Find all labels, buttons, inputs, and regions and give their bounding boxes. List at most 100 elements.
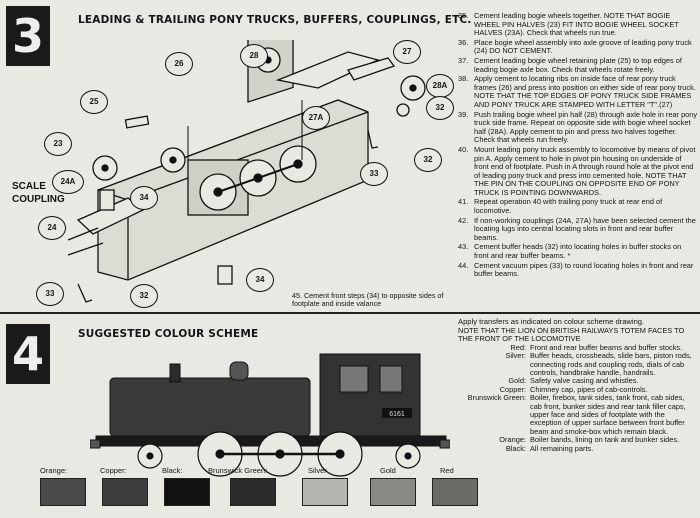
callout-27a: 27A: [302, 106, 330, 130]
callout-24: 24: [38, 216, 66, 240]
callout-32b: 32: [414, 148, 442, 172]
step-text: Mount leading pony truck assembly to loc…: [474, 144, 696, 197]
step-number: 36.: [458, 37, 469, 47]
step-text: Push trailing bogie wheel pin half (28) …: [474, 109, 698, 145]
locomotive-colour-drawing: 6161: [90, 353, 450, 477]
scheme-red: Red: Front and rear buffer beams and buff…: [458, 342, 698, 352]
scheme-value: Chimney cap, pipes of cab-controls.: [530, 384, 648, 394]
callout-26: 26: [165, 52, 193, 76]
step-43: 43. Cement buffer heads (32) into locatin…: [458, 243, 698, 260]
callout-24a: 24A: [52, 170, 84, 194]
colour-scheme-text: Apply transfers as indicated on colour s…: [458, 317, 698, 453]
callout-28a: 28A: [426, 74, 454, 98]
scheme-black: Black: All remaining parts.: [458, 443, 698, 453]
swatch-black: [164, 478, 210, 506]
step-text: Cement vacuum pipes (33) to round locati…: [474, 260, 694, 279]
callout-33b: 33: [36, 282, 64, 306]
section-4: 4 SUGGESTED COLOUR SCHEME 6161 Orange: C…: [0, 312, 700, 518]
step-36: 36. Place bogie wheel assembly into axle …: [458, 37, 698, 56]
step-number: 40.: [458, 144, 469, 154]
swatch-label-orange: Orange:: [40, 466, 68, 475]
step-35: 35. Cement leading bogie wheels together.…: [458, 11, 698, 38]
scale-coupling-label: SCALE COUPLING: [12, 180, 65, 206]
swatch-gold: [370, 478, 416, 506]
callout-25: 25: [80, 90, 108, 114]
colour-swatches: [40, 478, 478, 508]
step-text: Cement leading bogie wheel retaining pla…: [474, 55, 682, 74]
callout-23: 23: [44, 132, 72, 156]
step-text: Place bogie wheel assembly into axle gro…: [474, 37, 692, 56]
callout-33: 33: [360, 162, 388, 186]
transfer-intro: Apply transfers as indicated on colour s…: [458, 317, 645, 326]
step-number: 43.: [458, 242, 469, 252]
scheme-copper: Copper: Chimney cap, pipes of cab-control…: [458, 384, 698, 394]
scheme-value: Safety valve casing and whistles.: [530, 376, 639, 386]
scheme-value: Buffer heads, crossheads, slide bars, pi…: [530, 351, 692, 377]
step-number: 41.: [458, 197, 469, 207]
step-41: 41. Repeat operation 40 with trailing pon…: [458, 198, 698, 215]
swatch-orange: [40, 478, 86, 506]
scheme-brunswick-green: Brunswick Green: Boiler, firebox, tank si…: [458, 394, 698, 436]
scheme-label: Copper:: [499, 384, 526, 394]
scale-label-line2: COUPLING: [12, 194, 65, 205]
swatch-labels: Orange: Copper: Black: Brunswick Green: …: [40, 466, 460, 476]
callout-28: 28: [240, 44, 268, 68]
step-number: 39.: [458, 109, 469, 119]
step-text: Apply cement to locating ribs on inside …: [474, 74, 696, 109]
section-3: 3 LEADING & TRAILING PONY TRUCKS, BUFFER…: [6, 6, 698, 308]
swatch-brunswick-green: [230, 478, 276, 506]
scheme-value: Boiler bands, lining on tank and bunker …: [530, 435, 680, 445]
step-45-note: 45. Cement front steps (34) to opposite …: [292, 291, 444, 308]
swatch-label-copper: Copper:: [100, 466, 127, 475]
section-4-title: SUGGESTED COLOUR SCHEME: [78, 328, 259, 340]
step-text: If non-working couplings (24A, 27A) have…: [474, 215, 696, 242]
scheme-gold: Gold: Safety valve casing and whistles.: [458, 376, 698, 386]
step-text: Cement buffer heads (32) into locating h…: [474, 242, 682, 261]
scheme-silver: Silver: Buffer heads, crossheads, slide b…: [458, 351, 698, 377]
step-37: 37. Cement leading bogie wheel retaining …: [458, 55, 698, 74]
swatch-label-brunswick-green: Brunswick Green:: [208, 466, 268, 475]
scheme-value: Front and rear buffer beams and buffer s…: [530, 342, 683, 352]
step-40: 40. Mount leading pony truck assembly to …: [458, 144, 698, 198]
swatch-red: [432, 478, 478, 506]
step-39: 39. Push trailing bogie wheel pin half (2…: [458, 109, 698, 145]
step-44: 44. Cement vacuum pipes (33) to round loc…: [458, 260, 698, 279]
loco-number-plate: 6161: [389, 411, 405, 418]
section-3-title: LEADING & TRAILING PONY TRUCKS, BUFFERS,…: [78, 14, 472, 26]
swatch-silver: [302, 478, 348, 506]
step-38: 38. Apply cement to locating ribs on insi…: [458, 74, 698, 109]
scale-label-line1: SCALE: [12, 181, 46, 192]
scheme-value: All remaining parts.: [530, 443, 594, 453]
step-number: 38.: [458, 74, 469, 84]
step-number: 35.: [458, 11, 469, 20]
scheme-label: Silver:: [505, 351, 526, 361]
callout-32: 32: [426, 96, 454, 120]
assembly-steps: 35. Cement leading bogie wheels together.…: [458, 11, 698, 280]
swatch-label-black: Black:: [162, 466, 183, 475]
scheme-label: Brunswick Green:: [467, 393, 526, 403]
swatch-copper: [102, 478, 148, 506]
callout-32c: 32: [130, 284, 158, 308]
step-text: Cement leading bogie wheels together. NO…: [474, 11, 679, 38]
step-number: 44.: [458, 260, 469, 270]
callout-27: 27: [393, 40, 421, 64]
swatch-label-red: Red: [440, 466, 454, 475]
callout-34b: 34: [246, 268, 274, 292]
step-number: 37.: [458, 55, 469, 65]
swatch-label-gold: Gold: [380, 466, 396, 475]
scheme-label: Red:: [510, 342, 526, 352]
scheme-label: Gold:: [508, 376, 526, 386]
scheme-value: Boiler, firebox, tank sides, tank front,…: [530, 393, 686, 436]
exploded-assembly-diagram: [41, 40, 426, 305]
section-number-4: 4: [6, 324, 50, 384]
swatch-label-silver: Silver: [308, 466, 327, 475]
section-number-3: 3: [6, 6, 50, 66]
scheme-orange: Orange: Boiler bands, lining on tank and …: [458, 435, 698, 445]
callout-34: 34: [130, 186, 158, 210]
step-42: 42. If non-working couplings (24A, 27A) h…: [458, 215, 698, 243]
step-text: Repeat operation 40 with trailing pony t…: [474, 197, 663, 216]
transfer-note: NOTE THAT THE LION ON BRITISH RAILWAYS T…: [458, 325, 685, 344]
scheme-label: Black:: [505, 443, 526, 453]
scheme-label: Orange:: [499, 435, 526, 445]
step-number: 42.: [458, 215, 469, 225]
